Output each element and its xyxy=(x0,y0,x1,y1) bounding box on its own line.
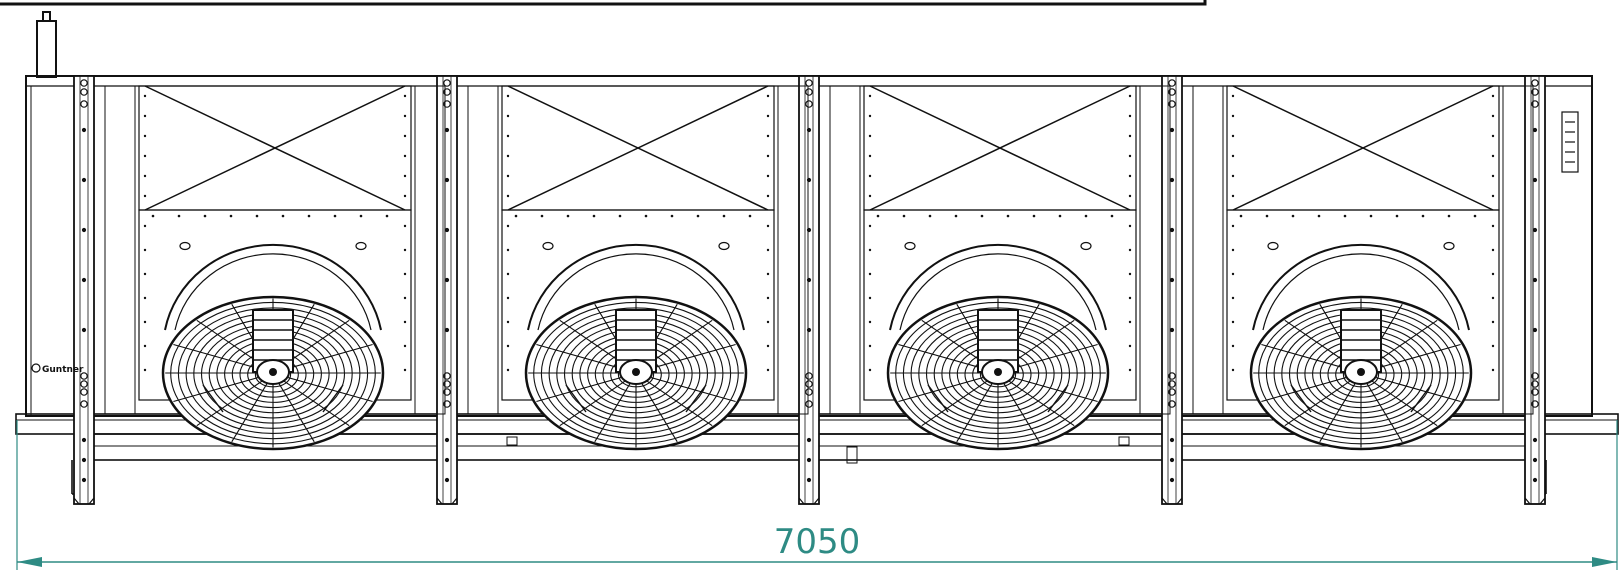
fan-1 xyxy=(161,295,385,451)
pipe-stub xyxy=(36,11,57,78)
fan-panel xyxy=(1226,209,1500,401)
support-post xyxy=(436,75,458,505)
fan-bays xyxy=(104,85,1534,451)
fan-2 xyxy=(524,295,748,451)
support-post xyxy=(798,75,820,505)
x-brace-panel xyxy=(501,85,775,211)
dimension-value: 7050 xyxy=(774,522,861,562)
fan-3 xyxy=(886,295,1110,451)
brand-label: Guntner xyxy=(42,365,84,375)
fan-4-bay xyxy=(1192,85,1534,451)
x-brace-panel xyxy=(138,85,412,211)
title-block-edge xyxy=(0,0,1207,6)
fan-motor xyxy=(615,309,657,385)
fan-motor xyxy=(252,309,294,385)
fan-motor xyxy=(977,309,1019,385)
fan-3-bay xyxy=(829,85,1171,451)
fan-1-bay xyxy=(104,85,446,451)
fan-2-bay xyxy=(467,85,809,451)
overall-dimension: 7050 xyxy=(16,420,1618,570)
x-brace-panel xyxy=(1226,85,1500,211)
support-posts xyxy=(73,75,1546,505)
x-brace-panel xyxy=(863,85,1137,211)
support-post xyxy=(1161,75,1183,505)
support-post xyxy=(73,75,95,505)
brand-logo: Guntner xyxy=(31,363,84,375)
dimension-arrow-right-icon xyxy=(1592,557,1617,567)
dimension-arrow-left-icon xyxy=(17,557,42,567)
fan-4 xyxy=(1249,295,1473,451)
support-post xyxy=(1524,75,1546,505)
fan-motor xyxy=(1340,309,1382,385)
nameplate xyxy=(1561,111,1579,173)
